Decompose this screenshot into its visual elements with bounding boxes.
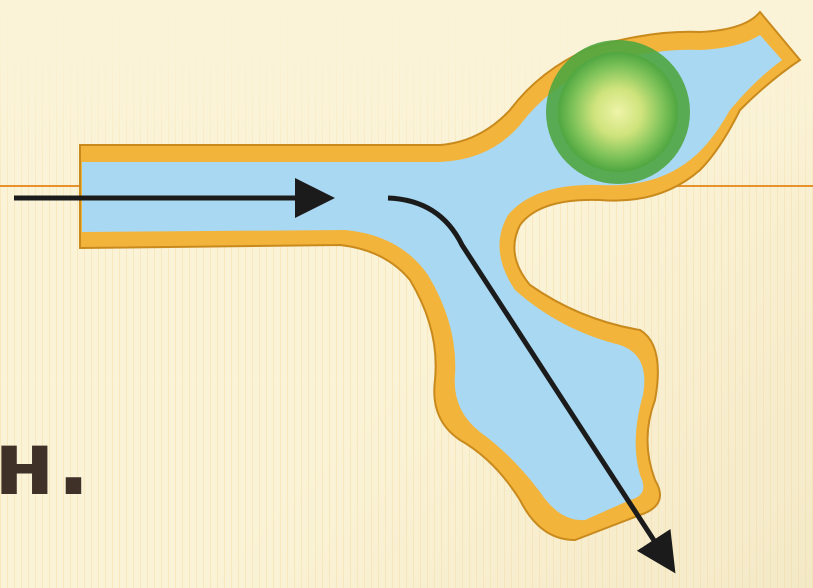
cell-blob-inner [558,52,678,172]
text-fragment: н. [0,420,92,508]
